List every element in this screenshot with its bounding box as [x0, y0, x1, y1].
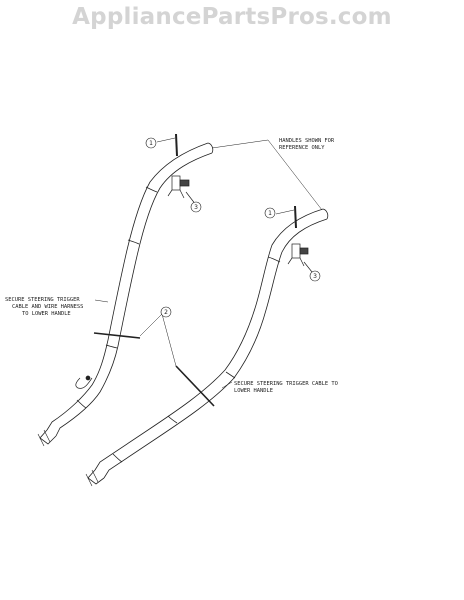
right-handle	[85, 208, 329, 487]
left-handle	[37, 142, 214, 447]
leader-lines	[94, 139, 323, 389]
note-reference-only: HANDLES SHOWN FOR REFERENCE ONLY	[279, 138, 335, 151]
svg-text:1: 1	[268, 210, 272, 217]
callout-3-upper: 3	[190, 201, 202, 213]
callout-3-lower: 3	[309, 270, 321, 282]
bracket-part-3-lower	[287, 243, 313, 273]
svg-text:LOWER HANDLE: LOWER HANDLE	[234, 388, 273, 394]
fastener-part-1-upper	[156, 133, 178, 157]
cable-tie-part-2	[93, 313, 215, 407]
wire-harness	[75, 375, 93, 389]
note-secure-harness: SECURE STEERING TRIGGER CABLE AND WIRE H…	[5, 297, 83, 317]
callout-1-upper: 1	[145, 137, 157, 149]
svg-text:SECURE STEERING TRIGGER: SECURE STEERING TRIGGER	[5, 297, 80, 303]
svg-text:SECURE STEERING TRIGGER CABLE: SECURE STEERING TRIGGER CABLE TO	[234, 381, 338, 387]
bracket-part-3-upper	[167, 175, 197, 206]
note-secure-trigger: SECURE STEERING TRIGGER CABLE TO LOWER H…	[234, 381, 338, 394]
fastener-part-1-lower	[275, 205, 297, 229]
watermark: AppliancePartsPros.com	[72, 4, 392, 30]
svg-text:CABLE AND WIRE HARNESS: CABLE AND WIRE HARNESS	[12, 304, 83, 310]
callout-1-lower: 1	[264, 207, 276, 219]
svg-text:3: 3	[313, 273, 317, 280]
svg-text:HANDLES SHOWN FOR: HANDLES SHOWN FOR	[279, 138, 335, 144]
svg-text:1: 1	[149, 140, 153, 147]
callout-2: 2	[160, 306, 172, 318]
svg-text:2: 2	[164, 309, 168, 316]
svg-text:3: 3	[194, 204, 198, 211]
svg-text:REFERENCE ONLY: REFERENCE ONLY	[279, 145, 325, 151]
svg-text:TO LOWER HANDLE: TO LOWER HANDLE	[22, 311, 71, 317]
